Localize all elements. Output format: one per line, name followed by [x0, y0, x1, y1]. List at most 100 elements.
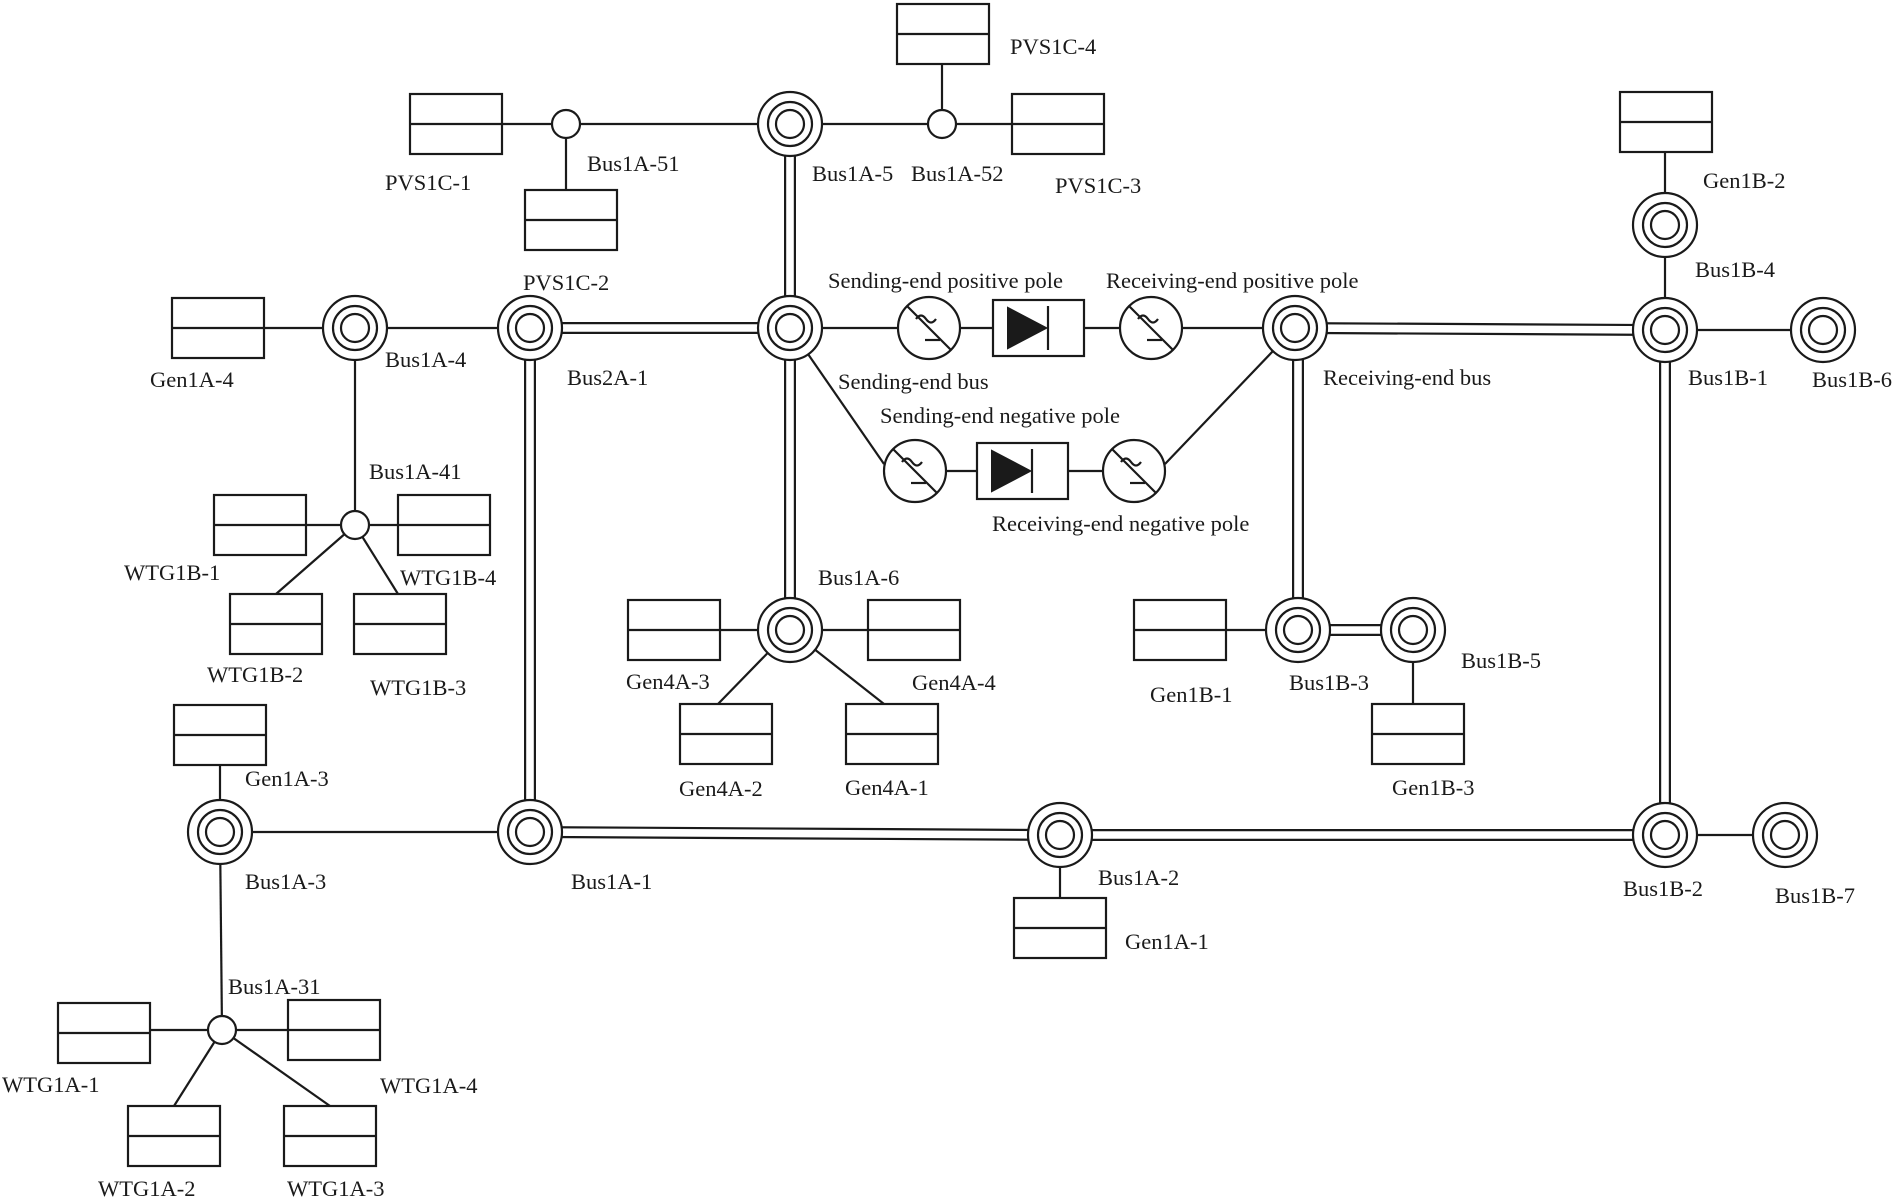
label-wtg1b-1: WTG1B-1 [124, 560, 220, 585]
label-bus1a-1: Bus1A-1 [571, 869, 652, 894]
label-bus1b-7: Bus1B-7 [1775, 883, 1855, 908]
bus1b-5-node [1379, 596, 1447, 664]
label-bus1a-51: Bus1A-51 [587, 151, 680, 176]
label-gen1b-3: Gen1B-3 [1392, 775, 1475, 800]
wtg1b-4-box [396, 493, 492, 557]
junction-nodes [206, 108, 958, 1046]
label-pvs1c-2: PVS1C-2 [523, 270, 609, 295]
bus1a-3-node [186, 798, 254, 866]
label-gen1a-1: Gen1A-1 [1125, 929, 1209, 954]
bus1a-2-node [1026, 801, 1094, 869]
bus1a-6-node [756, 596, 824, 664]
gen1a-3-box [172, 703, 268, 767]
label-bus2a-1: Bus2A-1 [567, 365, 648, 390]
positive-pole-diode-icon [991, 298, 1086, 358]
label-gen1b-1: Gen1B-1 [1150, 682, 1233, 707]
label-bus1a-4: Bus1A-4 [385, 347, 466, 372]
wtg1b-1-box [212, 493, 308, 557]
gen1b-3-box [1370, 702, 1466, 766]
label-gen4a-2: Gen4A-2 [679, 776, 763, 801]
gen1a-4-box [170, 296, 266, 360]
pvs1c-2-box [523, 188, 619, 252]
wtg1a-3-box [282, 1104, 378, 1168]
label-bus1a-52: Bus1A-52 [911, 161, 1004, 186]
label-bus1b-1: Bus1B-1 [1688, 365, 1768, 390]
label-bus1b-3: Bus1B-3 [1289, 670, 1369, 695]
line-bus1a41-wtg1b2 [275, 524, 356, 595]
gen4a-4-box [866, 598, 962, 662]
label-sending-bus: Sending-end bus [838, 369, 989, 394]
bus1b-3-node [1264, 596, 1332, 664]
gen1b-2-box [1618, 90, 1714, 154]
wtg1a-2-box [126, 1104, 222, 1168]
label-bus1a-2: Bus1A-2 [1098, 865, 1179, 890]
receiving-negative-converter-icon [1101, 438, 1167, 504]
gen4a-3-box [626, 598, 722, 662]
component-boxes [56, 2, 1714, 1168]
bus1a-51-junction [550, 108, 582, 140]
label-pvs1c-3: PVS1C-3 [1055, 173, 1141, 198]
label-bus1b-2: Bus1B-2 [1623, 876, 1703, 901]
label-bus1a-6: Bus1A-6 [818, 565, 899, 590]
gen1a-1-box [1012, 896, 1108, 960]
label-bus1a-31: Bus1A-31 [228, 974, 321, 999]
label-gen4a-4: Gen4A-4 [912, 670, 996, 695]
bus1b-7-node [1751, 801, 1819, 869]
receiving-end-bus-node [1261, 294, 1329, 362]
negative-pole-diode-icon [975, 441, 1070, 501]
label-receiving-positive-pole: Receiving-end positive pole [1106, 268, 1358, 293]
label-gen1a-3: Gen1A-3 [245, 766, 329, 791]
label-bus1a-41: Bus1A-41 [369, 459, 462, 484]
pvs1c-1-box [408, 92, 504, 156]
label-wtg1b-3: WTG1B-3 [370, 675, 466, 700]
wtg1b-3-box [352, 592, 448, 656]
label-gen1a-4: Gen1A-4 [150, 367, 234, 392]
bus1b-4-node [1631, 191, 1699, 259]
bus1b-2-node [1631, 801, 1699, 869]
wtg1b-2-box [228, 592, 324, 656]
trunk-bus1a1-bus1a2 [529, 826, 1061, 841]
bus1a-4-node [321, 294, 389, 362]
bus1a-31-junction [206, 1014, 238, 1046]
label-wtg1b-2: WTG1B-2 [207, 662, 303, 687]
gen4a-2-box [678, 702, 774, 766]
label-sending-positive-pole: Sending-end positive pole [828, 268, 1063, 293]
trunk-receiving-bus1b1 [1294, 322, 1661, 336]
label-gen1b-2: Gen1B-2 [1703, 168, 1786, 193]
label-wtg1a-4: WTG1A-4 [380, 1073, 477, 1098]
label-bus1b-4: Bus1B-4 [1695, 257, 1775, 282]
hvdc-converters [882, 295, 1184, 504]
bus1a-5-node [756, 90, 824, 158]
label-wtg1a-1: WTG1A-1 [2, 1072, 99, 1097]
wtg1a-4-box [286, 998, 382, 1062]
labels: PVS1C-1 Bus1A-51 PVS1C-2 Bus1A-5 Bus1A-5… [2, 34, 1892, 1200]
label-pvs1c-4: PVS1C-4 [1010, 34, 1096, 59]
label-receiving-negative-pole: Receiving-end negative pole [992, 511, 1249, 536]
label-sending-negative-pole: Sending-end negative pole [880, 403, 1120, 428]
bus1b-1-node [1631, 296, 1699, 364]
sending-positive-converter-icon [896, 295, 962, 361]
label-bus1b-5: Bus1B-5 [1461, 648, 1541, 673]
sending-end-bus-node [756, 294, 824, 362]
label-bus1b-6: Bus1B-6 [1812, 367, 1892, 392]
buses [186, 90, 1857, 869]
receiving-positive-converter-icon [1118, 295, 1184, 361]
bus1b-6-node [1789, 296, 1857, 364]
label-wtg1a-2: WTG1A-2 [98, 1176, 195, 1200]
label-pvs1c-1: PVS1C-1 [385, 170, 471, 195]
label-receiving-bus: Receiving-end bus [1323, 365, 1491, 390]
wtg1a-1-box [56, 1001, 152, 1065]
label-wtg1b-4: WTG1B-4 [400, 565, 496, 590]
label-bus1a-3: Bus1A-3 [245, 869, 326, 894]
bus1a-52-junction [926, 108, 958, 140]
label-bus1a-5: Bus1A-5 [812, 161, 893, 186]
bus1a-41-junction [339, 509, 371, 541]
pvs1c-3-box [1010, 92, 1106, 156]
gen1b-1-box [1132, 598, 1228, 662]
pvs1c-4-box [895, 2, 991, 66]
bus1a-1-node [496, 798, 564, 866]
label-gen4a-1: Gen4A-1 [845, 775, 929, 800]
line-bus1a31-wtg1a3 [221, 1029, 331, 1107]
bus2a-1-node [496, 294, 564, 362]
